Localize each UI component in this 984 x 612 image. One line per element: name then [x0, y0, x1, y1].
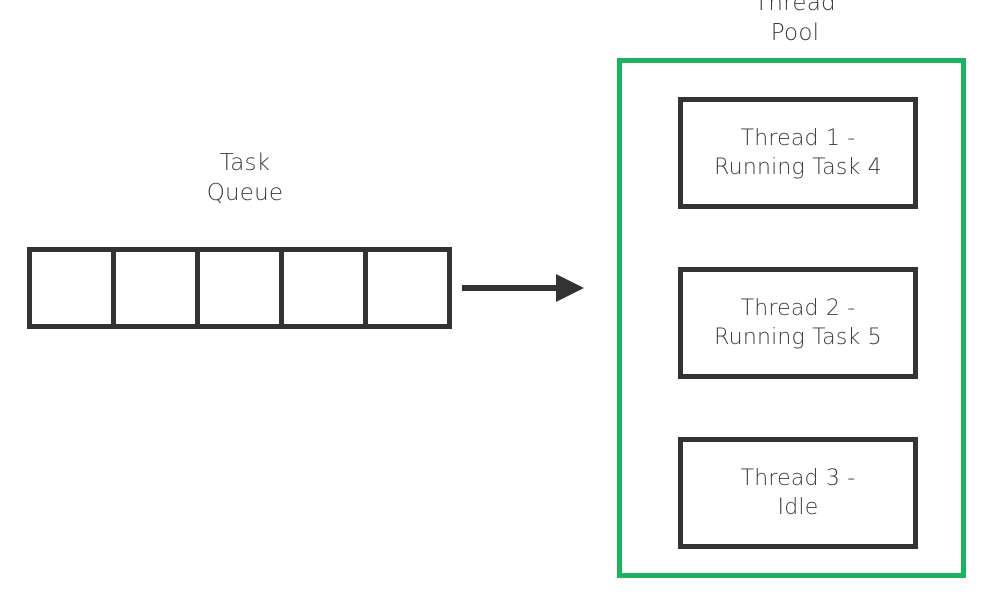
thread-box[interactable]: Thread 2 - Running Task 5 — [678, 267, 918, 379]
thread-pool-label: Thread Pool — [754, 0, 836, 46]
task-queue-cell[interactable] — [200, 252, 284, 324]
thread-box[interactable]: Thread 1 - Running Task 4 — [678, 97, 918, 209]
task-queue-cell[interactable] — [116, 252, 200, 324]
task-queue-cell[interactable] — [368, 252, 447, 324]
thread-box-label: Thread 1 - Running Task 4 — [714, 126, 882, 180]
task-queue-label: Task Queue — [206, 150, 284, 206]
thread-box[interactable]: Thread 3 - Idle — [678, 437, 918, 549]
thread-box-label: Thread 2 - Running Task 5 — [714, 296, 882, 350]
task-queue-cell[interactable] — [284, 252, 368, 324]
thread-pool-container: Thread 1 - Running Task 4 Thread 2 - Run… — [617, 58, 966, 578]
task-queue-cell[interactable] — [32, 252, 116, 324]
thread-box-label: Thread 3 - Idle — [740, 466, 856, 520]
flow-arrow-icon — [462, 274, 584, 302]
task-queue — [27, 247, 452, 329]
